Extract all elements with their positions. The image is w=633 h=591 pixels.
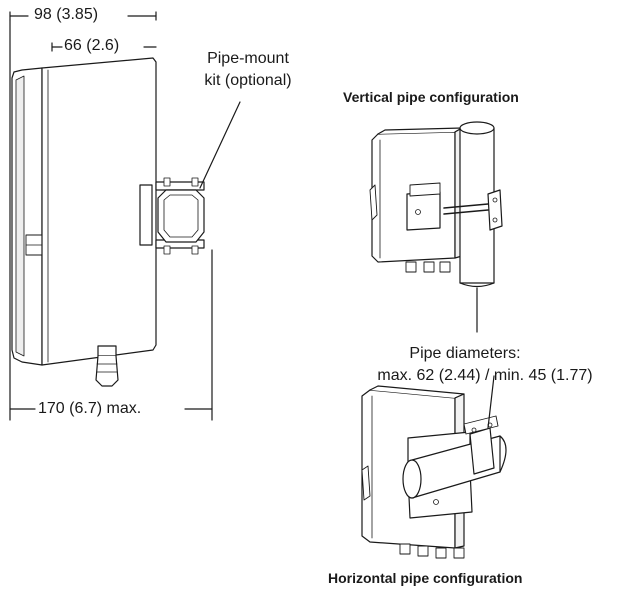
dimension-66-label: 66 (2.6) — [64, 37, 120, 54]
vertical-pipe-drawing — [369, 121, 503, 333]
pipe-mount-line2: kit (optional) — [204, 72, 292, 89]
pipe-mount-line1: Pipe-mount — [207, 50, 289, 67]
horizontal-pipe-drawing — [361, 375, 507, 559]
pipe-diameters-line2: max. 62 (2.44) / min. 45 (1.77) — [377, 367, 593, 384]
pipe-mount-leader — [199, 101, 241, 189]
dimension-98-label: 98 (3.85) — [34, 6, 99, 23]
dimension-170-label: 170 (6.7) max. — [38, 400, 142, 417]
enclosure-body — [41, 57, 157, 366]
mount-bracket-side — [139, 177, 205, 255]
pipe-diameters-line1: Pipe diameters: — [409, 345, 521, 362]
horizontal-diameter-leader — [487, 375, 495, 429]
horizontal-config-title: Horizontal pipe configuration — [328, 570, 523, 586]
dimension-98-line — [9, 11, 157, 21]
vertical-config-title: Vertical pipe configuration — [343, 89, 519, 105]
cable-gland — [95, 345, 119, 387]
dimension-66-line — [51, 42, 157, 52]
side-view-drawing — [9, 11, 241, 421]
